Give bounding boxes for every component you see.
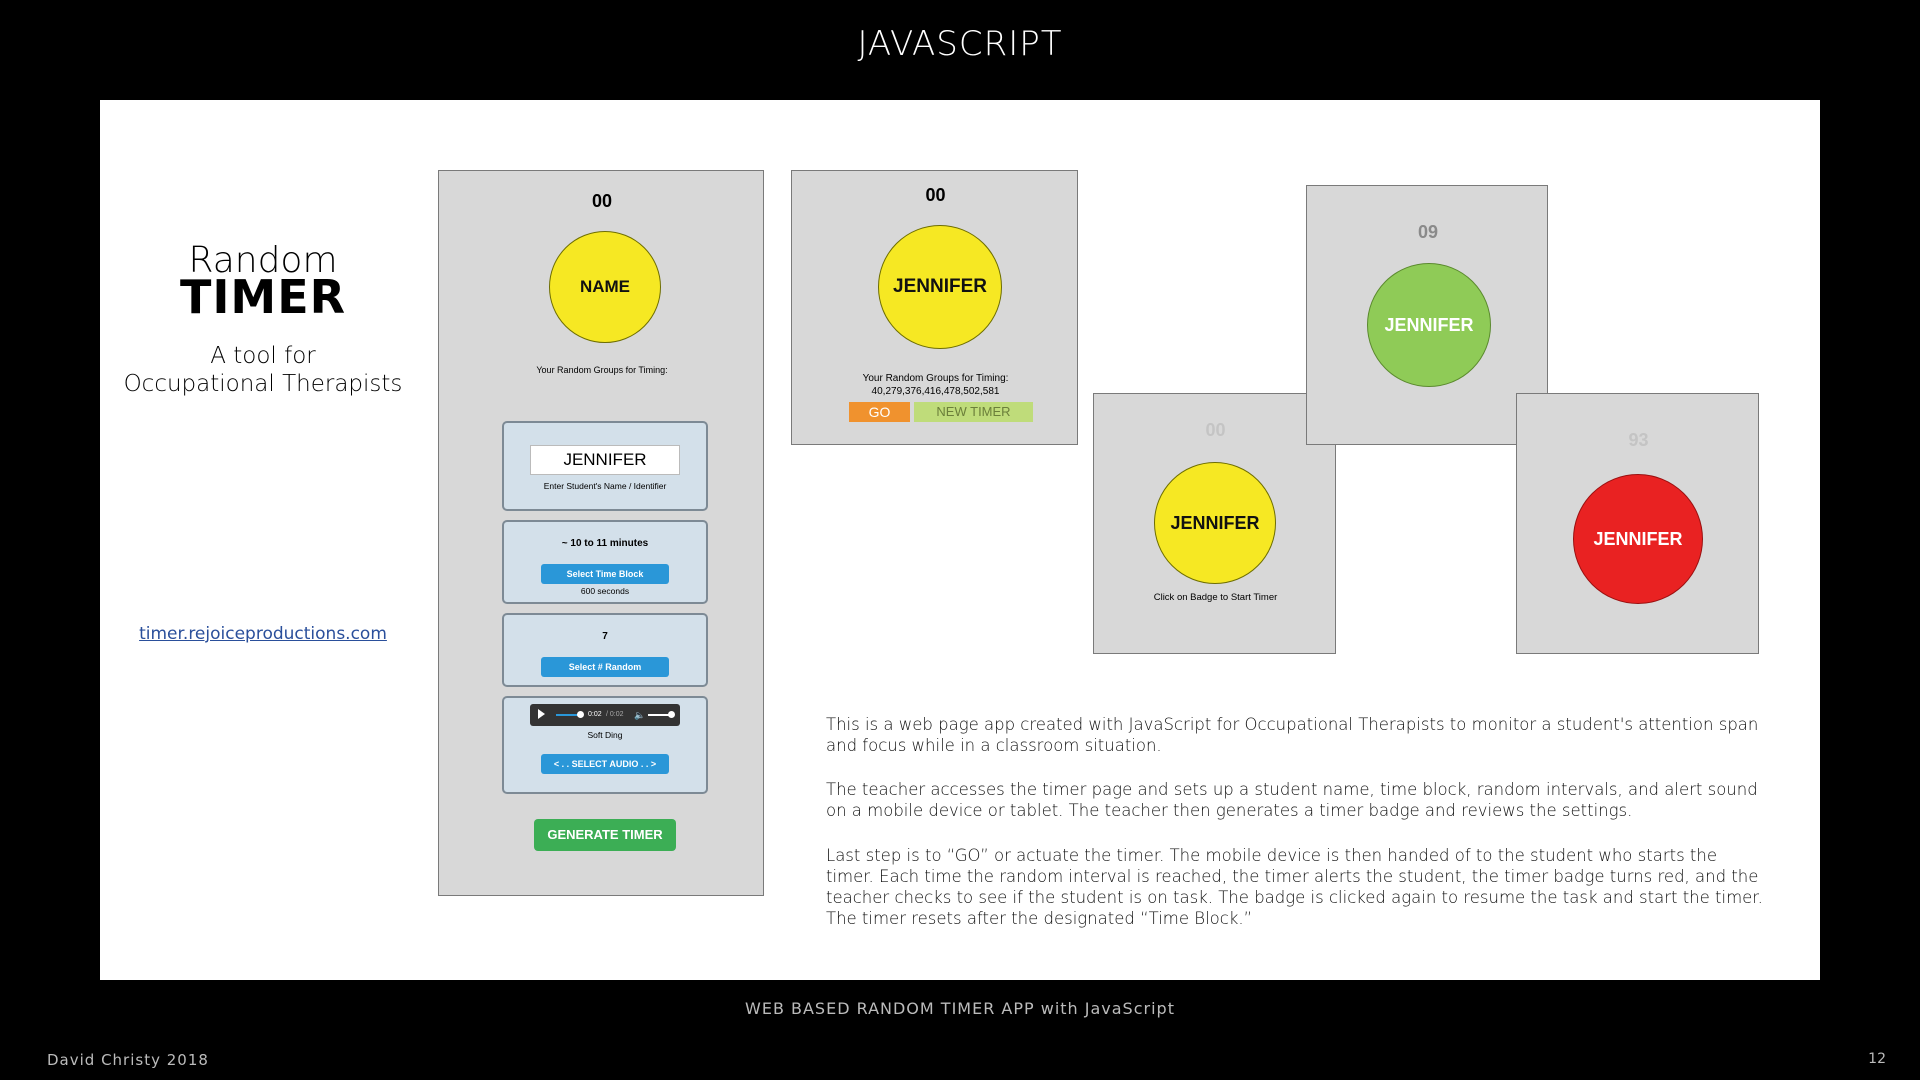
setup-screen: 00 NAME Your Random Groups for Timing: J…	[438, 170, 764, 896]
setup-badge-label: NAME	[579, 277, 631, 296]
slide-footer: WEB BASED RANDOM TIMER APP with JavaScri…	[745, 999, 1175, 1018]
brand-random: Random	[188, 240, 338, 281]
description-p3: Last step is to “GO” or actuate the time…	[826, 846, 1763, 928]
generated-badge-label: JENNIFER	[893, 276, 987, 297]
student-name-input[interactable]: JENNIFER	[530, 445, 680, 475]
description-p1: This is a web page app created with Java…	[826, 715, 1759, 755]
running-counter: 09	[1417, 222, 1439, 242]
start-counter: 00	[1205, 420, 1226, 440]
audio-card: 0:02 / 0:02 🔈 Soft Ding < . . SELECT AUD…	[502, 696, 708, 794]
time-block-seconds: 600 seconds	[580, 586, 630, 596]
generated-groups-label: Your Random Groups for Timing:	[862, 373, 1009, 384]
alert-screen: 93 JENNIFER	[1516, 393, 1759, 654]
name-card: JENNIFER Enter Student's Name / Identifi…	[502, 421, 708, 511]
alert-counter: 93	[1628, 430, 1649, 450]
start-badge[interactable]: JENNIFER	[1154, 462, 1276, 584]
page-number: 12	[1868, 1051, 1886, 1067]
start-hint: Click on Badge to Start Timer	[1153, 592, 1278, 603]
start-screen: 00 JENNIFER Click on Badge to Start Time…	[1093, 393, 1336, 654]
go-button[interactable]: GO	[849, 402, 910, 422]
generated-groups-values: 40,279,376,416,478,502,581	[871, 386, 1000, 397]
alert-badge-label: JENNIFER	[1593, 528, 1683, 549]
running-screen: 09 JENNIFER	[1306, 185, 1548, 445]
audio-player[interactable]: 0:02 / 0:02 🔈	[530, 704, 680, 726]
alert-badge[interactable]: JENNIFER	[1573, 474, 1703, 604]
slide-title: JAVASCRIPT	[857, 24, 1063, 64]
running-badge[interactable]: JENNIFER	[1367, 263, 1491, 387]
select-time-block-button[interactable]: Select Time Block	[541, 564, 669, 584]
brand-timer: TIMER	[179, 270, 347, 324]
volume-slider[interactable]	[648, 714, 670, 716]
audio-name: Soft Ding	[587, 730, 623, 740]
brand-subtitle-line1: A tool for	[210, 343, 316, 369]
name-hint: Enter Student's Name / Identifier	[543, 481, 667, 491]
generate-timer-button[interactable]: GENERATE TIMER	[534, 819, 676, 851]
website-link[interactable]: timer.rejoiceproductions.com	[139, 624, 387, 644]
audio-current-time: 0:02	[588, 711, 602, 718]
random-value: 7	[602, 631, 608, 642]
volume-knob[interactable]	[668, 711, 675, 718]
audio-duration: / 0:02	[606, 711, 624, 718]
setup-name-badge[interactable]: NAME	[549, 231, 661, 343]
brand-subtitle: A tool for Occupational Therapists	[120, 342, 406, 398]
generated-counter: 00	[925, 185, 946, 205]
slide-author: David Christy 2018	[47, 1051, 209, 1069]
select-audio-button[interactable]: < . . SELECT AUDIO . . >	[541, 754, 669, 774]
play-icon[interactable]	[538, 709, 545, 719]
setup-groups-label: Your Random Groups for Timing:	[536, 365, 668, 375]
brand-subtitle-line2: Occupational Therapists	[123, 371, 403, 397]
setup-counter: 00	[591, 191, 613, 211]
generated-badge[interactable]: JENNIFER	[878, 225, 1002, 349]
select-random-button[interactable]: Select # Random	[541, 657, 669, 677]
time-block-card: ~ 10 to 11 minutes Select Time Block 600…	[502, 520, 708, 604]
audio-progress-knob[interactable]	[577, 711, 584, 718]
start-badge-label: JENNIFER	[1170, 512, 1260, 533]
audio-progress-bar[interactable]	[556, 714, 580, 716]
running-badge-label: JENNIFER	[1384, 314, 1474, 335]
time-block-value: ~ 10 to 11 minutes	[561, 538, 649, 549]
new-timer-button[interactable]: NEW TIMER	[914, 402, 1033, 422]
volume-icon[interactable]: 🔈	[634, 710, 646, 720]
generated-screen: 00 JENNIFER Your Random Groups for Timin…	[791, 170, 1078, 445]
random-card: 7 Select # Random	[502, 613, 708, 687]
description-p2: The teacher accesses the timer page and …	[826, 780, 1758, 820]
